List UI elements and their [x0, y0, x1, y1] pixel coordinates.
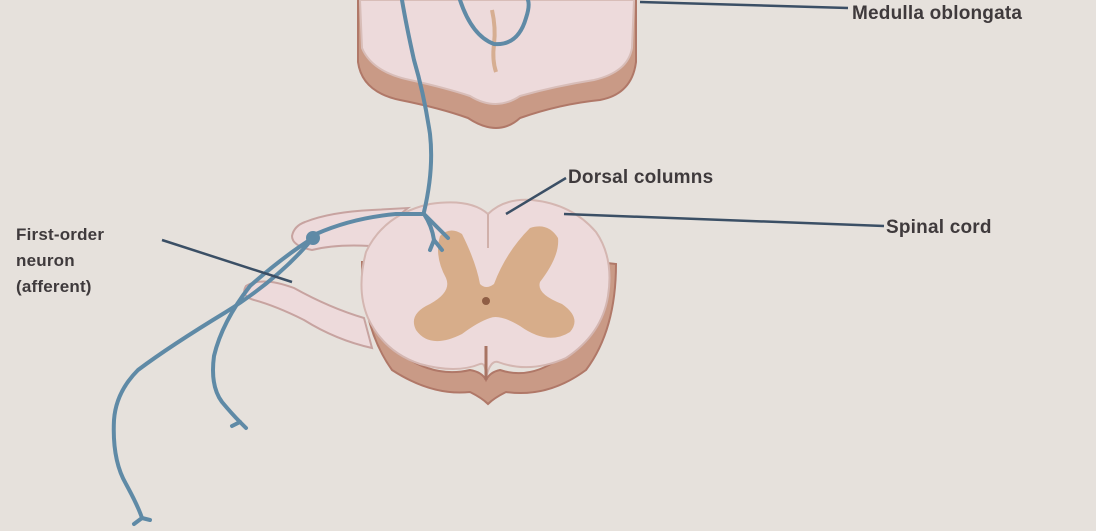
process-b-tip-2 — [142, 518, 150, 520]
first-order-label-line-3: (afferent) — [16, 274, 104, 300]
medulla-center-mark — [492, 10, 496, 72]
spinal-cord-section — [361, 200, 616, 404]
peripheral-process-a — [213, 238, 313, 422]
first-order-label-line-2: neuron — [16, 248, 104, 274]
leader-medulla — [640, 2, 848, 8]
dorsal-columns-label: Dorsal columns — [568, 167, 713, 189]
spinal-cord-label: Spinal cord — [886, 217, 992, 239]
leader-spinal-cord — [564, 214, 884, 226]
medulla-oblongata-label: Medulla oblongata — [852, 3, 1022, 25]
central-canal — [482, 297, 490, 305]
process-a-tip-2 — [240, 422, 246, 428]
leader-first-order — [162, 240, 292, 282]
medulla-oblongata-section — [358, 0, 636, 128]
nerve-root-lower — [244, 281, 372, 348]
first-order-label-line-1: First-order — [16, 222, 104, 248]
first-order-neuron-label: First-order neuron (afferent) — [16, 222, 104, 300]
